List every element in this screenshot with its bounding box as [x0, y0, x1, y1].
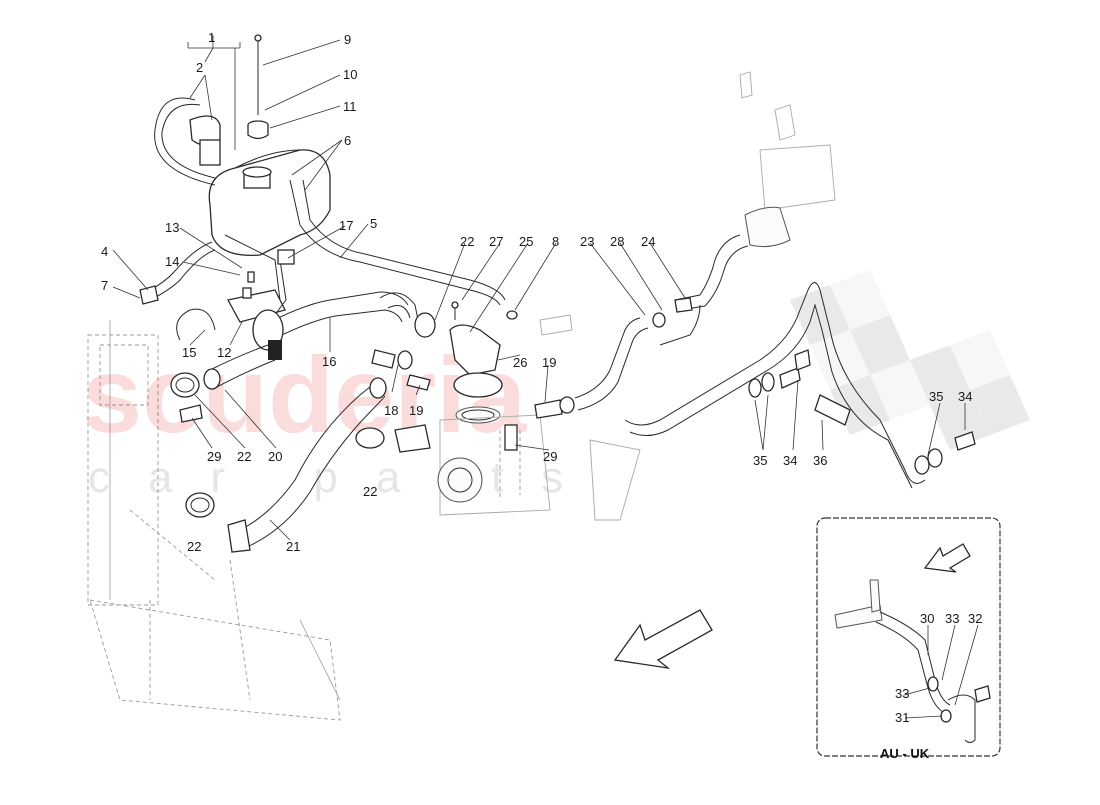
radiator-ghost [87, 320, 341, 721]
hose-19-23 [534, 312, 666, 419]
callout-13: 13 [165, 220, 179, 235]
callout-19-right: 19 [542, 355, 556, 370]
callout-9: 9 [344, 32, 351, 47]
hose-4 [139, 241, 216, 305]
callout-22-center: 22 [363, 484, 377, 499]
callout-36: 36 [813, 453, 827, 468]
direction-arrow-inset [923, 543, 971, 573]
callout-22-left: 22 [237, 449, 251, 464]
callout-6: 6 [344, 133, 351, 148]
hose-20 [203, 340, 282, 390]
callout-21: 21 [286, 539, 300, 554]
watermark-text: scuderia [82, 334, 527, 455]
callout-35-left: 35 [753, 453, 767, 468]
callout-12: 12 [217, 345, 231, 360]
hose-22-upper [379, 292, 436, 338]
pipe-18 [371, 349, 431, 391]
cap-assembly [154, 97, 221, 186]
clamps [170, 301, 641, 521]
callout-19-left: 19 [409, 403, 423, 418]
callout-4: 4 [101, 244, 108, 259]
bracket [227, 271, 286, 323]
callout-29-left: 29 [207, 449, 221, 464]
callout-22-upper: 22 [460, 234, 474, 249]
pipe-24 [659, 234, 749, 346]
heater-valve [739, 71, 836, 248]
watermark-flag [790, 270, 1030, 450]
callout-29-right: 29 [543, 449, 557, 464]
callout-8: 8 [552, 234, 559, 249]
callout-25: 25 [519, 234, 533, 249]
callout-15: 15 [182, 345, 196, 360]
callout-34-left: 34 [783, 453, 797, 468]
callout-10: 10 [343, 67, 357, 82]
callout-5: 5 [370, 216, 377, 231]
callout-28: 28 [610, 234, 624, 249]
callout-7: 7 [101, 278, 108, 293]
callout-32: 32 [968, 611, 982, 626]
fittings-left [748, 349, 811, 398]
callout-24: 24 [641, 234, 655, 249]
callout-27: 27 [489, 234, 503, 249]
callout-30: 30 [920, 611, 934, 626]
leader-lines [112, 35, 979, 719]
callout-17: 17 [339, 218, 353, 233]
callout-14: 14 [165, 254, 179, 269]
direction-arrow-main [613, 609, 713, 670]
callout-33-lower: 33 [895, 686, 909, 701]
callouts: 1 2 9 10 11 6 13 17 5 4 14 7 15 12 16 22… [101, 30, 982, 725]
callout-1: 1 [208, 30, 215, 45]
callout-33-upper: 33 [945, 611, 959, 626]
callout-22-lower: 22 [187, 539, 201, 554]
au-uk-inset: AU - UK [816, 517, 1001, 761]
hose-21 [227, 377, 387, 553]
pipe-36 [624, 282, 926, 489]
callout-16: 16 [322, 354, 336, 369]
callout-26: 26 [513, 355, 527, 370]
hose-15 [176, 308, 216, 341]
engine-block [437, 414, 551, 516]
dipstick [247, 34, 269, 140]
fittings-right [914, 431, 976, 475]
callout-23: 23 [580, 234, 594, 249]
callout-11: 11 [343, 99, 357, 114]
callout-20: 20 [268, 449, 282, 464]
callout-18: 18 [384, 403, 398, 418]
callout-2: 2 [196, 60, 203, 75]
callout-35-right: 35 [929, 389, 943, 404]
inset-label: AU - UK [880, 746, 930, 761]
callout-31: 31 [895, 710, 909, 725]
watermark-subtext: car parts [88, 453, 601, 502]
callout-34-right: 34 [958, 389, 972, 404]
hose-5 [289, 179, 506, 306]
expansion-tank [208, 149, 331, 301]
